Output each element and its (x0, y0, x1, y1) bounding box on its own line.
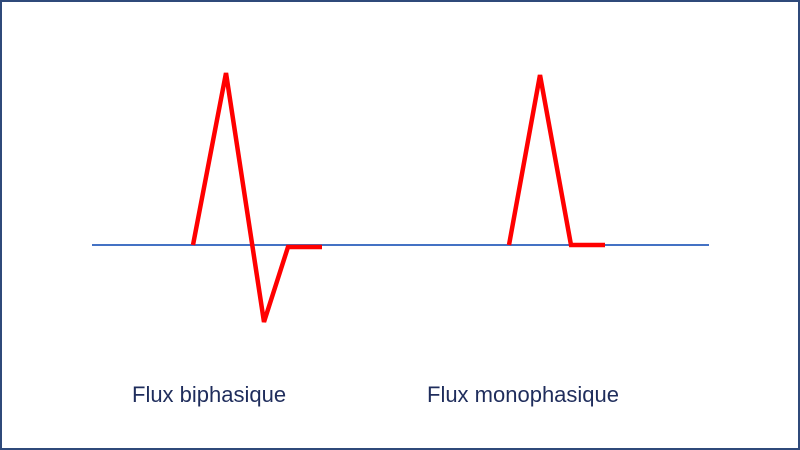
biphasic-waveform (190, 72, 322, 323)
biphasic-label: Flux biphasique (132, 382, 287, 407)
monophasic-label: Flux monophasique (427, 382, 620, 407)
monophasic-waveform (506, 74, 605, 248)
